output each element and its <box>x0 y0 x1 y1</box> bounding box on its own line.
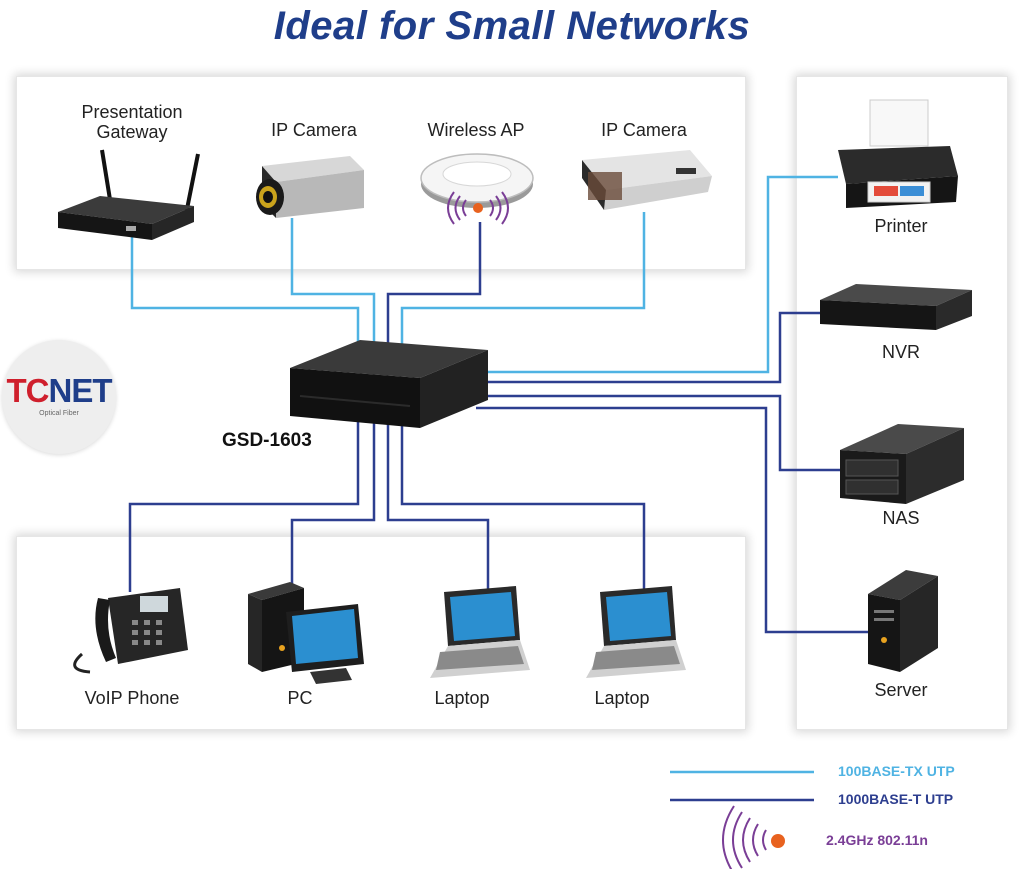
bullet-camera-icon <box>582 150 712 210</box>
link-laptop1 <box>386 422 490 590</box>
voip-phone-icon <box>73 588 188 674</box>
link-voip <box>128 422 360 592</box>
switch-icon <box>290 340 488 428</box>
page-title: Ideal for Small Networks <box>273 4 751 48</box>
access-point-icon <box>420 153 534 225</box>
tcnet-logo: TCNET Optical Fiber <box>2 340 116 454</box>
link-wireless-ap <box>386 222 482 345</box>
printer-icon <box>838 99 958 208</box>
link-gateway <box>130 236 360 345</box>
nas-icon <box>840 424 964 504</box>
label-wireless-ap: Wireless AP <box>427 120 525 140</box>
link-nvr <box>488 311 822 384</box>
legend-gigabit-label: 1000BASE-T UTP <box>838 791 954 807</box>
wireless-icon-dot <box>771 834 785 848</box>
server-icon <box>868 570 938 672</box>
label-laptop-2: Laptop <box>594 688 650 708</box>
link-laptop2 <box>400 422 646 590</box>
pc-icon <box>248 582 364 684</box>
label-server: Server <box>874 680 928 700</box>
link-ipcam2 <box>400 212 646 345</box>
laptop-icon <box>586 586 686 678</box>
label-pc: PC <box>287 688 313 708</box>
laptop-icon <box>430 586 530 678</box>
link-nas <box>486 394 840 472</box>
link-ipcam1 <box>290 218 376 345</box>
legend-wireless-label: 2.4GHz 802.11n <box>826 832 928 848</box>
label-ip-camera-2: IP Camera <box>601 120 687 140</box>
wireless-icon <box>722 805 767 869</box>
label-nas: NAS <box>882 508 920 528</box>
router-icon <box>58 149 200 240</box>
label-ip-camera-1: IP Camera <box>271 120 357 140</box>
link-pc <box>290 422 376 588</box>
legend-fast-ethernet-label: 100BASE-TX UTP <box>838 763 955 779</box>
label-nvr: NVR <box>881 342 920 362</box>
nvr-icon <box>820 284 972 330</box>
label-laptop-1: Laptop <box>434 688 490 708</box>
switch-model-label: GSD-1603 <box>222 430 312 451</box>
link-printer <box>488 175 838 374</box>
label-presentation-gateway: Presentation Gateway <box>81 102 183 142</box>
link-server <box>476 406 868 634</box>
camera-icon <box>256 156 364 218</box>
label-voip-phone: VoIP Phone <box>84 688 180 708</box>
label-printer: Printer <box>874 216 928 236</box>
